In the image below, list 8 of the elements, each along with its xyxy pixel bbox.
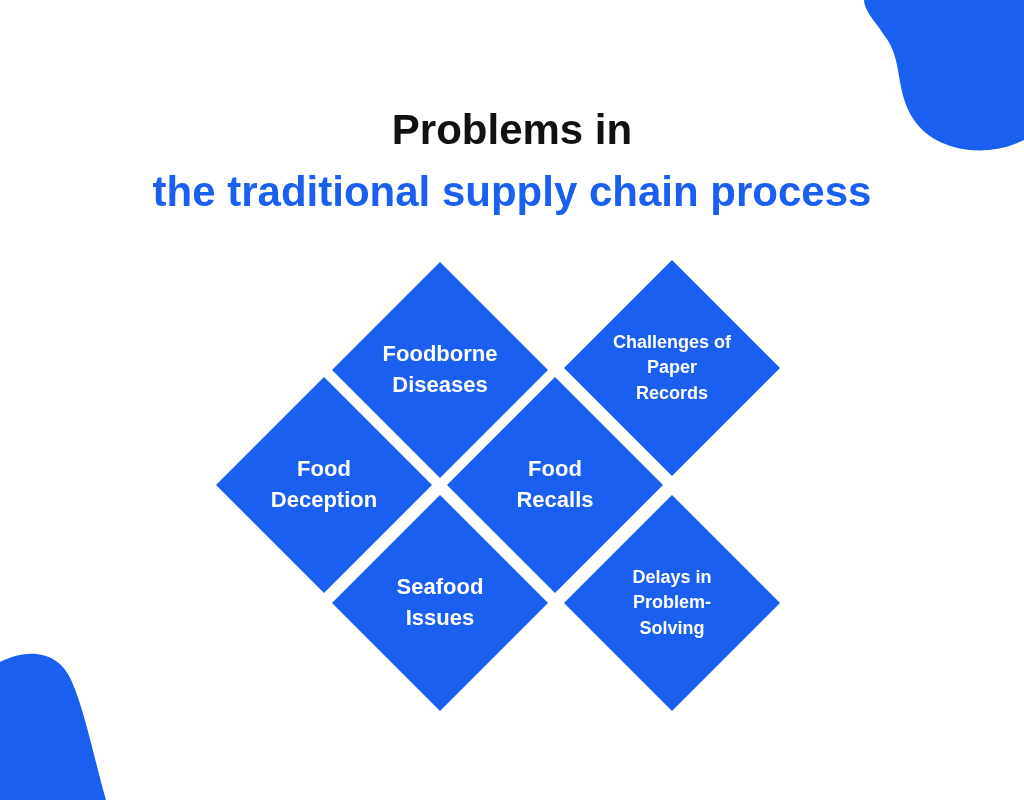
problem-label: Challenges of Paper Records [612,331,732,405]
problem-label: Foodborne Diseases [381,340,499,399]
problem-label: Food Deception [269,455,379,514]
title: Problems in [390,106,634,154]
subtitle: the traditional supply chain process [151,168,873,216]
problem-label: Seafood Issues [395,573,485,632]
problem-label: Food Recalls [515,455,595,514]
problem-label: Delays in Problem-Solving [631,566,713,640]
